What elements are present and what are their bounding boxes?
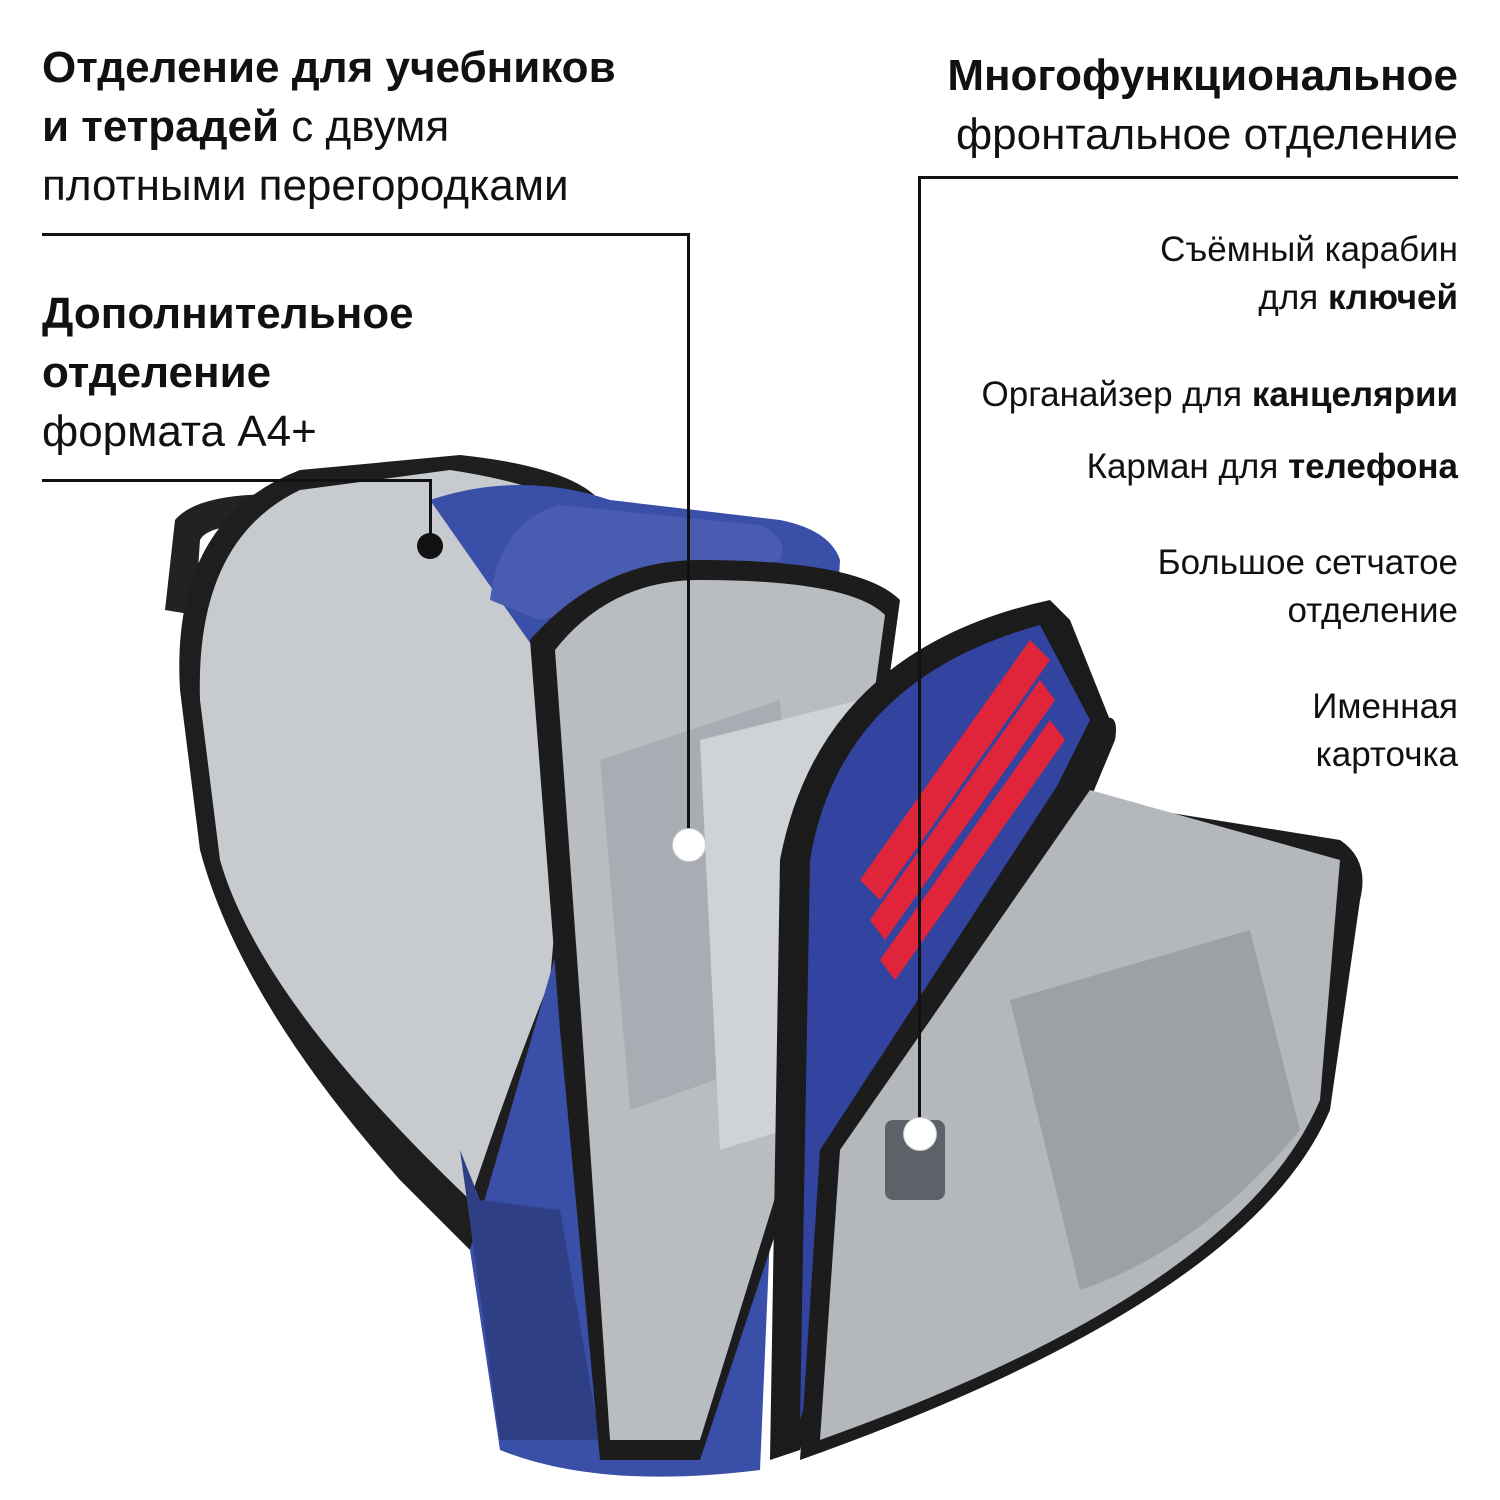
- feature-mesh-compartment: Большое сетчатое отделение: [1158, 539, 1458, 635]
- top-handle: [490, 505, 783, 620]
- feature-name-card: Именная карточка: [1312, 683, 1458, 779]
- feature-text: отделение: [1287, 591, 1458, 630]
- feature-bold-text: канцелярии: [1251, 375, 1458, 414]
- feature-text: Съёмный карабин: [1160, 230, 1458, 269]
- callout-line: [918, 176, 921, 1121]
- feature-carabiner: Съёмный карабин для ключей: [1160, 226, 1458, 322]
- textbook-compartment-caption: Отделение для учебников и тетрадей с дву…: [42, 38, 616, 215]
- callout-line: [918, 176, 1458, 179]
- feature-bold-text: телефона: [1288, 447, 1458, 486]
- callout-dot: [904, 1118, 936, 1150]
- caption-text: формата А4+: [42, 407, 317, 456]
- feature-phone-pocket: Карман для телефона: [1087, 443, 1458, 491]
- front-compartment-caption: Многофункциональное фронтальное отделени…: [947, 46, 1458, 164]
- callout-dot: [417, 533, 443, 559]
- a4-compartment-caption: Дополнительное отделение формата А4+: [42, 284, 414, 461]
- callout-line: [429, 479, 432, 539]
- feature-text: Органайзер для: [981, 375, 1252, 414]
- caption-bold-text: Отделение для учебников: [42, 43, 616, 92]
- callout-line: [687, 233, 690, 833]
- mesh-compartment: [1010, 930, 1300, 1290]
- feature-text: карточка: [1315, 735, 1458, 774]
- feature-text: для: [1258, 278, 1328, 317]
- side-handle: [165, 494, 300, 615]
- caption-text: с двумя: [279, 102, 450, 151]
- caption-text: плотными перегородками: [42, 161, 569, 210]
- a4-compartment-lining: [199, 470, 591, 1200]
- caption-text: фронтальное отделение: [955, 110, 1458, 159]
- callout-dot: [673, 829, 705, 861]
- callout-line: [42, 233, 690, 236]
- caption-bold-text: Многофункциональное: [947, 51, 1458, 100]
- feature-text: Карман для: [1086, 447, 1288, 486]
- callout-line: [42, 479, 432, 482]
- caption-bold-text: и тетрадей: [42, 102, 280, 151]
- feature-bold-text: ключей: [1327, 278, 1458, 317]
- feature-organizer: Органайзер для канцелярии: [982, 371, 1459, 419]
- feature-text: Именная: [1312, 687, 1458, 726]
- front-pocket-panel: [800, 625, 1090, 1420]
- caption-bold-text: Дополнительное: [42, 289, 414, 338]
- feature-text: Большое сетчатое: [1157, 543, 1458, 582]
- caption-bold-text: отделение: [42, 348, 272, 397]
